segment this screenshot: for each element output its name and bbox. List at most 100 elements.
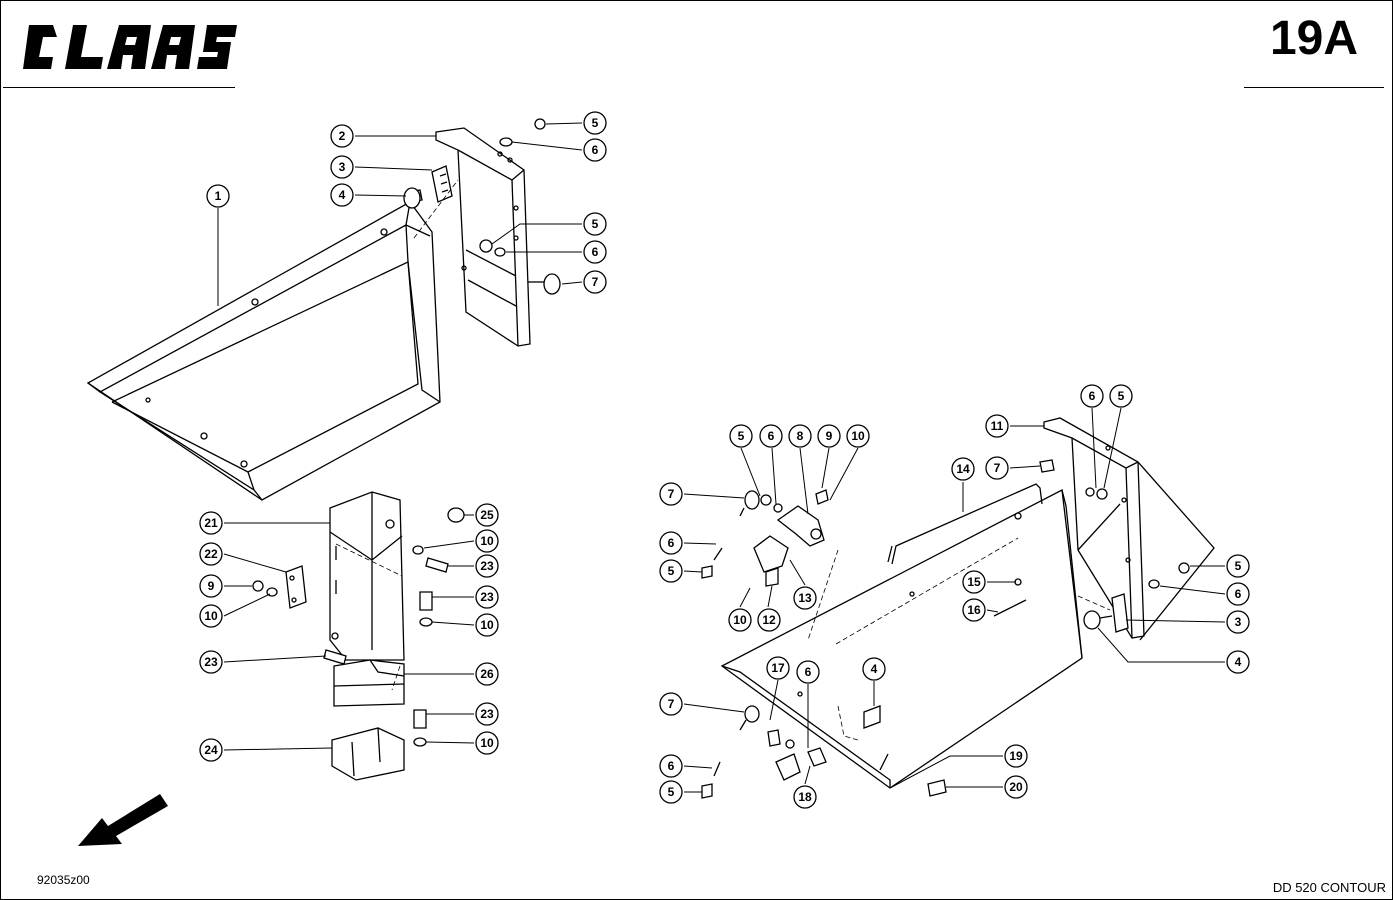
callout-26: 26 bbox=[475, 662, 499, 686]
page-number: 19A bbox=[1269, 12, 1358, 65]
callout-2: 2 bbox=[330, 124, 354, 148]
callout-6: 6 bbox=[759, 424, 783, 448]
callout-5: 5 bbox=[1226, 554, 1250, 578]
part-11-upright-bracket bbox=[1043, 417, 1215, 641]
hardware-bracket bbox=[479, 118, 561, 295]
callout-6: 6 bbox=[583, 240, 607, 264]
svg-text:15: 15 bbox=[967, 575, 981, 589]
svg-text:23: 23 bbox=[480, 590, 494, 604]
svg-text:14: 14 bbox=[956, 462, 970, 476]
part-8-latch bbox=[753, 505, 825, 573]
callout-6: 6 bbox=[659, 754, 683, 778]
callout-6: 6 bbox=[796, 660, 820, 684]
callout-7: 7 bbox=[985, 456, 1009, 480]
svg-text:5: 5 bbox=[738, 429, 745, 443]
svg-text:1: 1 bbox=[215, 189, 222, 203]
svg-text:7: 7 bbox=[668, 697, 675, 711]
callout-23: 23 bbox=[475, 702, 499, 726]
callout-4: 4 bbox=[1226, 650, 1250, 674]
hardware-column bbox=[252, 507, 465, 747]
part-22-plate bbox=[285, 565, 307, 609]
part-26-clamp bbox=[333, 659, 405, 707]
svg-text:20: 20 bbox=[1009, 780, 1023, 794]
callout-9: 9 bbox=[199, 574, 223, 598]
svg-text:8: 8 bbox=[797, 429, 804, 443]
callout-19: 19 bbox=[1004, 744, 1028, 768]
callout-10: 10 bbox=[728, 608, 752, 632]
svg-text:13: 13 bbox=[798, 591, 812, 605]
assembly-dashed-lines bbox=[335, 179, 1111, 741]
svg-text:2: 2 bbox=[339, 129, 346, 143]
svg-text:7: 7 bbox=[592, 275, 599, 289]
svg-text:6: 6 bbox=[1235, 587, 1242, 601]
callout-10: 10 bbox=[846, 424, 870, 448]
svg-text:6: 6 bbox=[1089, 389, 1096, 403]
callout-8: 8 bbox=[788, 424, 812, 448]
callout-5: 5 bbox=[1109, 384, 1133, 408]
svg-text:10: 10 bbox=[851, 429, 865, 443]
callout-14: 14 bbox=[951, 457, 975, 481]
callout-5: 5 bbox=[583, 212, 607, 236]
callout-22: 22 bbox=[199, 542, 223, 566]
svg-text:5: 5 bbox=[592, 217, 599, 231]
svg-text:5: 5 bbox=[668, 785, 675, 799]
callout-4: 4 bbox=[862, 657, 886, 681]
svg-text:10: 10 bbox=[480, 618, 494, 632]
callout-18: 18 bbox=[793, 785, 817, 809]
svg-text:10: 10 bbox=[480, 736, 494, 750]
callout-6: 6 bbox=[659, 531, 683, 555]
callout-10: 10 bbox=[199, 604, 223, 628]
callout-9: 9 bbox=[817, 424, 841, 448]
callout-13: 13 bbox=[793, 586, 817, 610]
svg-text:4: 4 bbox=[871, 662, 878, 676]
svg-text:12: 12 bbox=[762, 613, 776, 627]
callout-10: 10 bbox=[475, 731, 499, 755]
svg-text:23: 23 bbox=[204, 655, 218, 669]
callout-16: 16 bbox=[962, 598, 986, 622]
callout-12: 12 bbox=[757, 608, 781, 632]
svg-text:4: 4 bbox=[1235, 655, 1242, 669]
svg-text:6: 6 bbox=[668, 759, 675, 773]
part-19-lower-panel bbox=[720, 488, 1083, 789]
direction-arrow-icon bbox=[78, 794, 168, 846]
claas-logo bbox=[23, 23, 239, 71]
svg-text:24: 24 bbox=[204, 743, 218, 757]
svg-text:6: 6 bbox=[805, 665, 812, 679]
svg-text:4: 4 bbox=[339, 188, 346, 202]
callout-6: 6 bbox=[1080, 384, 1104, 408]
callout-10: 10 bbox=[475, 613, 499, 637]
callout-7: 7 bbox=[659, 482, 683, 506]
svg-text:10: 10 bbox=[480, 534, 494, 548]
svg-text:21: 21 bbox=[204, 516, 218, 530]
hinge-and-knob-top bbox=[403, 165, 453, 209]
svg-text:17: 17 bbox=[771, 661, 785, 675]
svg-text:18: 18 bbox=[798, 790, 812, 804]
callout-23: 23 bbox=[199, 650, 223, 674]
leader-lines bbox=[217, 122, 1226, 793]
callout-7: 7 bbox=[583, 270, 607, 294]
callout-17: 17 bbox=[766, 656, 790, 680]
callout-6: 6 bbox=[583, 138, 607, 162]
callout-23: 23 bbox=[475, 585, 499, 609]
part-17-18-lower-latch bbox=[701, 705, 947, 799]
svg-text:23: 23 bbox=[480, 707, 494, 721]
callout-6: 6 bbox=[1226, 582, 1250, 606]
header-rule-left bbox=[3, 87, 235, 88]
svg-text:6: 6 bbox=[768, 429, 775, 443]
svg-text:7: 7 bbox=[668, 487, 675, 501]
svg-text:11: 11 bbox=[991, 419, 1004, 433]
callout-3: 3 bbox=[1226, 610, 1250, 634]
svg-text:16: 16 bbox=[967, 603, 981, 617]
hardware-latch bbox=[701, 489, 829, 587]
hinge-and-knob-right bbox=[1039, 459, 1190, 633]
callout-5: 5 bbox=[583, 111, 607, 135]
svg-text:9: 9 bbox=[208, 579, 215, 593]
callout-20: 20 bbox=[1004, 775, 1028, 799]
svg-text:10: 10 bbox=[204, 609, 218, 623]
svg-text:19: 19 bbox=[1009, 749, 1023, 763]
callout-23: 23 bbox=[475, 554, 499, 578]
claas-logo-wordmark bbox=[23, 25, 237, 69]
svg-text:26: 26 bbox=[480, 667, 494, 681]
